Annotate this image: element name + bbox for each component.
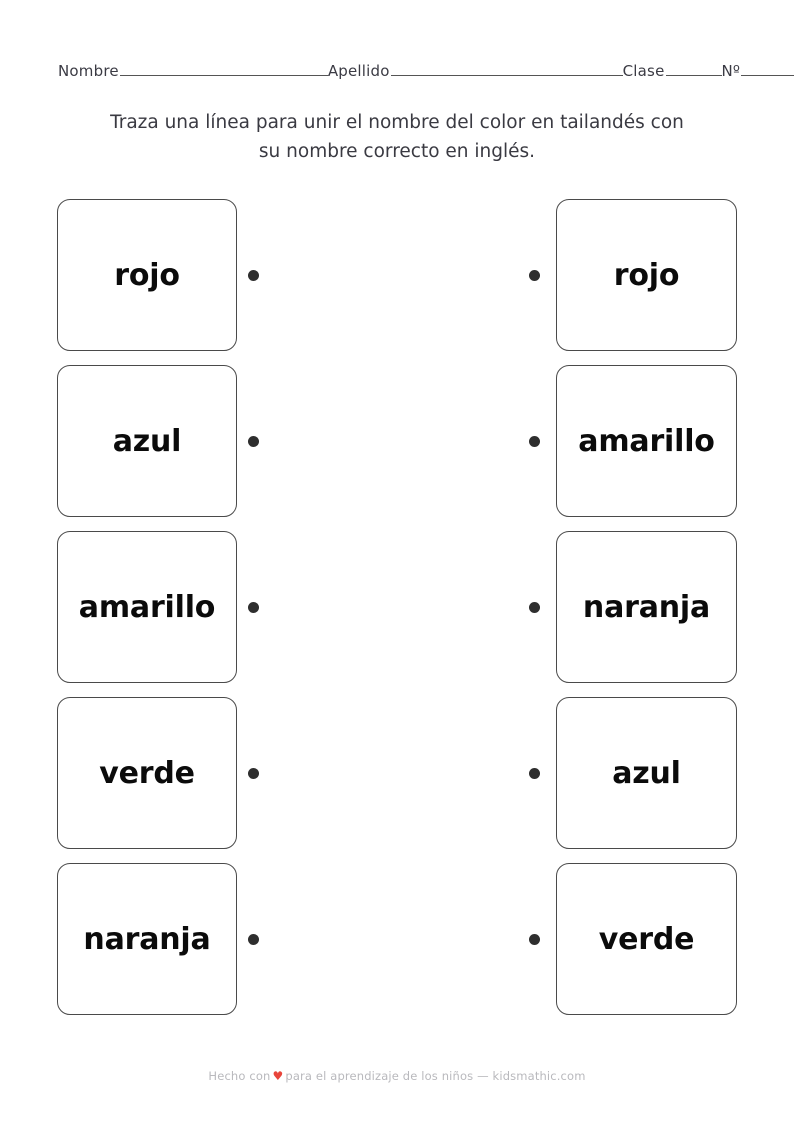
left-connector-dot-3[interactable] [248,602,259,613]
right-connector-dot-2[interactable] [529,436,540,447]
footer-credit: Hecho con♥para el aprendizaje de los niñ… [0,1069,794,1083]
left-card-word-4: verde [99,755,195,791]
right-card-word-1: rojo [613,257,680,293]
right-card-word-2: amarillo [578,423,715,459]
field-label-nombre: Nombre [58,62,119,80]
right-connector-dot-3[interactable] [529,602,540,613]
field-numero: Nº [722,62,794,80]
field-clase: Clase [623,62,722,80]
field-label-numero: Nº [721,62,741,80]
matching-exercise-area: rojo azul amarillo verde naranja [0,199,794,1015]
left-card-word-1: rojo [114,257,180,293]
write-line-numero[interactable] [741,64,794,76]
left-connector-dot-5[interactable] [248,934,259,945]
heart-icon: ♥ [272,1069,284,1083]
right-card-4[interactable]: azul [556,697,737,849]
instruction-text: Traza una línea para unir el nombre del … [110,112,684,162]
field-apellido: Apellido [328,62,623,80]
left-card-word-2: azul [112,423,182,459]
right-row-3: naranja [529,531,737,683]
left-connector-dot-1[interactable] [248,270,259,281]
field-nombre: Nombre [58,62,328,80]
right-connector-dot-5[interactable] [529,934,540,945]
left-connector-dot-4[interactable] [248,768,259,779]
right-card-2[interactable]: amarillo [556,365,737,517]
write-line-apellido[interactable] [390,64,623,76]
left-row-2: azul [57,365,259,517]
left-card-word-3: amarillo [78,589,216,625]
footer-text-after: para el aprendizaje de los niños — kidsm… [285,1069,586,1083]
field-label-apellido: Apellido [327,62,390,80]
right-row-1: rojo [529,199,737,351]
left-connector-dot-2[interactable] [248,436,259,447]
worksheet-header: Nombre Apellido Clase Nº [58,62,794,88]
left-row-4: verde [57,697,259,849]
left-row-1: rojo [57,199,259,351]
left-card-5[interactable]: naranja [57,863,237,1015]
left-card-word-5: naranja [83,921,211,957]
right-card-5[interactable]: verde [556,863,737,1015]
right-connector-dot-1[interactable] [529,270,540,281]
right-card-1[interactable]: rojo [556,199,737,351]
field-label-clase: Clase [622,62,665,80]
left-card-4[interactable]: verde [57,697,237,849]
footer-text-before: Hecho con [208,1069,271,1083]
left-row-5: naranja [57,863,259,1015]
write-line-clase[interactable] [665,64,722,76]
write-line-nombre[interactable] [119,64,328,76]
right-row-2: amarillo [529,365,737,517]
right-card-word-3: naranja [582,589,711,625]
left-card-2[interactable]: azul [57,365,237,517]
left-row-3: amarillo [57,531,259,683]
left-card-1[interactable]: rojo [57,199,237,351]
right-card-3[interactable]: naranja [556,531,737,683]
right-connector-dot-4[interactable] [529,768,540,779]
right-row-5: verde [529,863,737,1015]
right-card-word-4: azul [612,755,681,791]
left-card-3[interactable]: amarillo [57,531,237,683]
right-row-4: azul [529,697,737,849]
right-card-word-5: verde [598,921,695,957]
